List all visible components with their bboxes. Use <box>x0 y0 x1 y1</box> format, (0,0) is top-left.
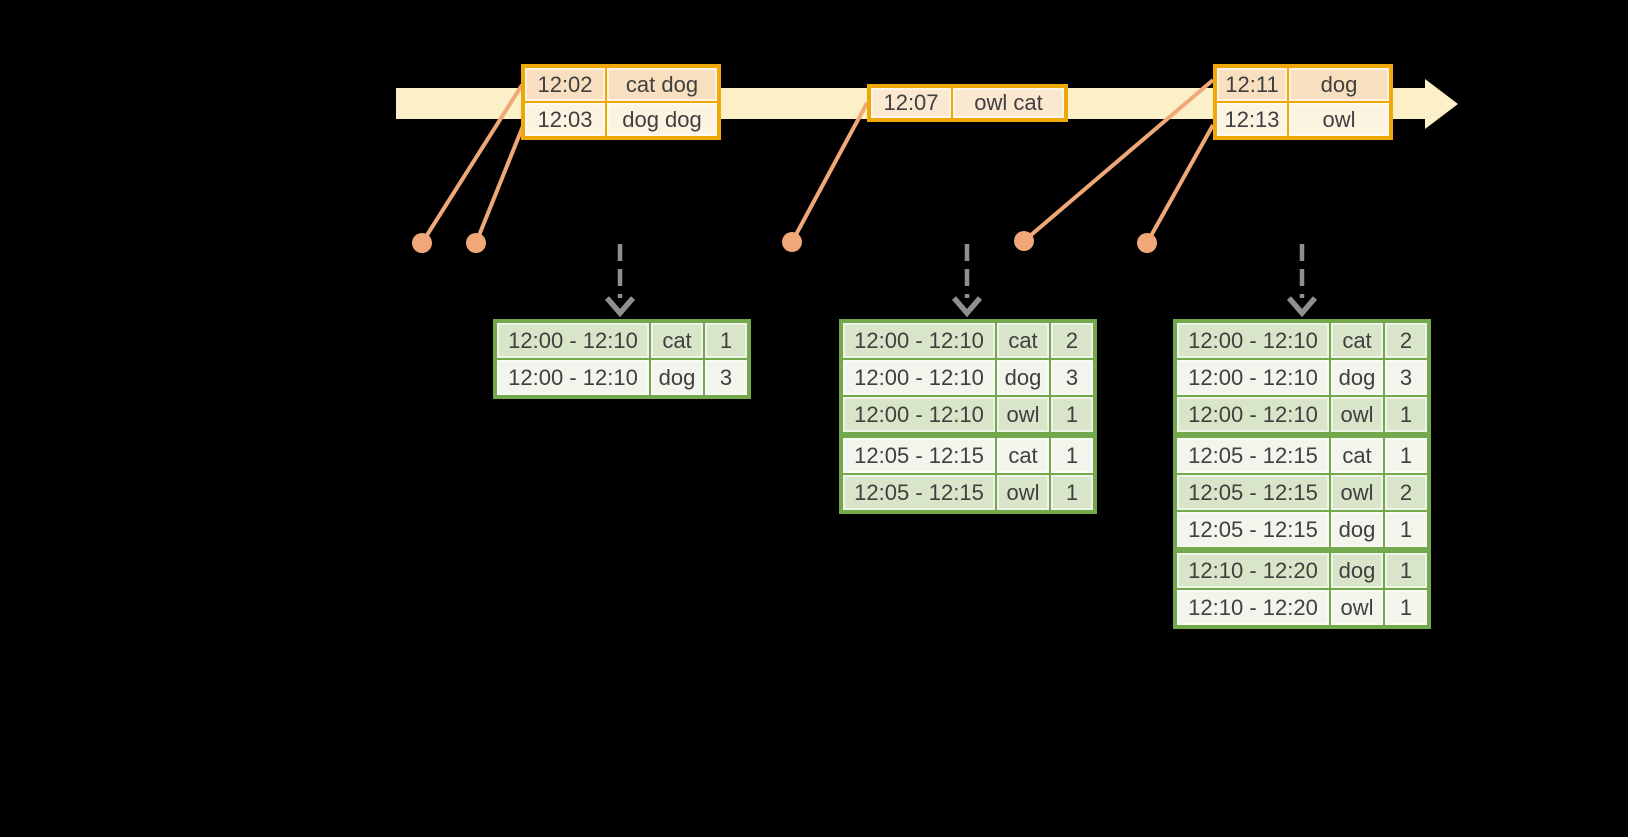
result-window: 12:10 - 12:20 <box>1177 590 1329 625</box>
result-word: dog <box>651 360 703 395</box>
result-count: 1 <box>1385 438 1427 473</box>
event-connector-line <box>790 102 869 243</box>
result-window: 12:00 - 12:10 <box>1177 323 1329 358</box>
result-window: 12:05 - 12:15 <box>843 475 995 510</box>
timeline-arrowhead-icon <box>1425 78 1458 129</box>
result-window: 12:05 - 12:15 <box>1177 512 1329 547</box>
result-count: 1 <box>1385 512 1427 547</box>
event-dot <box>782 232 802 252</box>
trigger-arrowhead-icon <box>951 296 983 318</box>
event-words: owl <box>1289 103 1389 136</box>
trigger-arrowhead-icon <box>604 296 636 318</box>
event-words: dog <box>1289 68 1389 101</box>
result-count: 1 <box>1385 397 1427 432</box>
event-time: 12:03 <box>525 103 605 136</box>
result-window: 12:05 - 12:15 <box>1177 438 1329 473</box>
result-word: cat <box>997 438 1049 473</box>
result-word: owl <box>997 397 1049 432</box>
trigger-arrowhead-icon <box>1286 296 1318 318</box>
result-word: dog <box>1331 360 1383 395</box>
event-connector-line <box>1145 124 1215 244</box>
result-word: cat <box>1331 438 1383 473</box>
result-word: dog <box>1331 512 1383 547</box>
result-word: cat <box>997 323 1049 358</box>
result-window: 12:10 - 12:20 <box>1177 553 1329 588</box>
result-window: 12:00 - 12:10 <box>1177 397 1329 432</box>
event-dot <box>466 233 486 253</box>
result-word: cat <box>1331 323 1383 358</box>
result-window: 12:00 - 12:10 <box>497 360 649 395</box>
result-window: 12:05 - 12:15 <box>843 438 995 473</box>
result-word: owl <box>1331 397 1383 432</box>
event-words: owl cat <box>953 88 1064 118</box>
event-words: cat dog <box>607 68 717 101</box>
result-count: 3 <box>1385 360 1427 395</box>
result-count: 2 <box>1051 323 1093 358</box>
result-window: 12:00 - 12:10 <box>1177 360 1329 395</box>
event-dot <box>1014 231 1034 251</box>
result-count: 1 <box>1051 475 1093 510</box>
result-count: 1 <box>1385 553 1427 588</box>
event-time: 12:13 <box>1217 103 1287 136</box>
event-dot <box>412 233 432 253</box>
result-window: 12:00 - 12:10 <box>843 323 995 358</box>
result-word: dog <box>1331 553 1383 588</box>
result-word: owl <box>997 475 1049 510</box>
result-word: owl <box>1331 475 1383 510</box>
result-window: 12:00 - 12:10 <box>843 360 995 395</box>
result-window: 12:05 - 12:15 <box>1177 475 1329 510</box>
result-word: owl <box>1331 590 1383 625</box>
event-connector-line <box>474 125 525 244</box>
result-count: 2 <box>1385 323 1427 358</box>
event-time: 12:02 <box>525 68 605 101</box>
result-count: 3 <box>705 360 747 395</box>
result-window: 12:00 - 12:10 <box>843 397 995 432</box>
result-word: dog <box>997 360 1049 395</box>
event-time: 12:11 <box>1217 68 1287 101</box>
result-count: 1 <box>705 323 747 358</box>
event-dot <box>1137 233 1157 253</box>
result-count: 2 <box>1385 475 1427 510</box>
result-count: 3 <box>1051 360 1093 395</box>
event-words: dog dog <box>607 103 717 136</box>
result-count: 1 <box>1385 590 1427 625</box>
result-count: 1 <box>1051 397 1093 432</box>
result-word: cat <box>651 323 703 358</box>
result-window: 12:00 - 12:10 <box>497 323 649 358</box>
result-count: 1 <box>1051 438 1093 473</box>
event-time: 12:07 <box>871 88 951 118</box>
